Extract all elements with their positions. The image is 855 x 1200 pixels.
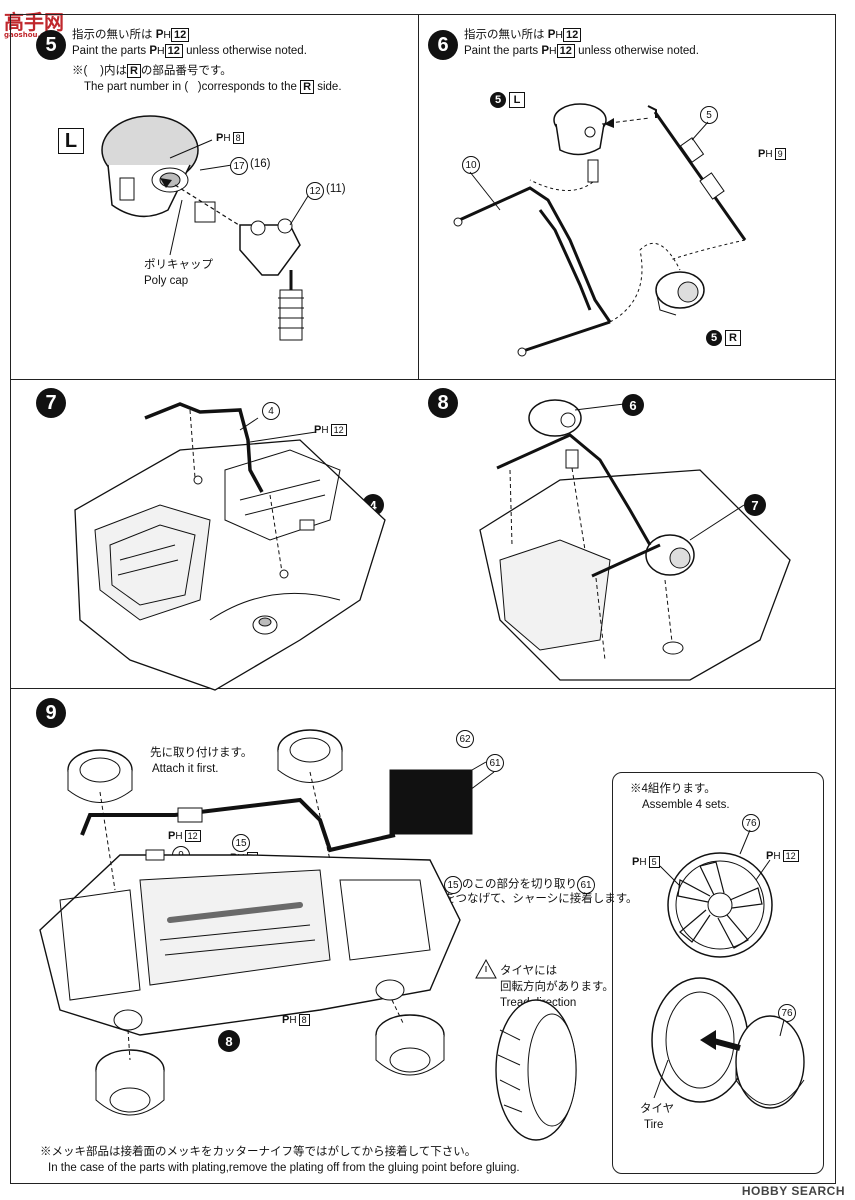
divider-row1 xyxy=(10,379,836,380)
polycap-label-en: Poly cap xyxy=(144,275,189,287)
step-9-illustration xyxy=(39,729,577,1141)
page-frame xyxy=(10,14,836,1184)
part-callout-10: 10 xyxy=(462,156,480,174)
watermark-hobby-search: HOBBY SEARCH xyxy=(741,1184,845,1198)
step-8-number: 8 xyxy=(428,388,458,418)
cut-note-line2: をつなげて、シャーシに接着します。 xyxy=(444,893,638,905)
step-5-note-en: The part number in ( )corresponds to the… xyxy=(84,80,342,94)
footer-note-jp: ※メッキ部品は接着面のメッキをカッターナイフ等ではがしてから接着して下さい。 xyxy=(40,1146,477,1158)
part-callout-4: 4 xyxy=(262,402,280,420)
tire-note-jp1: タイヤには xyxy=(500,965,558,977)
polycap-label-jp: ポリキャップ xyxy=(144,259,213,271)
step-5-number: 5 xyxy=(36,30,66,60)
part-callout-11: 11 xyxy=(329,183,342,195)
divider-row2 xyxy=(10,688,836,689)
step-8-ref-7: 7 xyxy=(744,494,766,516)
tire-note-jp2: 回転方向があります。 xyxy=(500,981,614,993)
attach-first-jp: 先に取り付けます。 xyxy=(150,747,253,759)
step-8-ref-6: 6 xyxy=(622,394,644,416)
inset-note-jp: ※4組作ります。 xyxy=(630,783,716,795)
tire-front-left xyxy=(67,749,133,803)
divider-vertical xyxy=(418,14,419,379)
step-8-illustration xyxy=(479,399,791,681)
part-callout-12: 12 xyxy=(306,182,324,200)
step-6-illustration xyxy=(453,103,747,357)
step-6-number: 6 xyxy=(428,30,458,60)
part-callout-61: 61 xyxy=(486,754,504,772)
attach-first-en: Attach it first. xyxy=(152,763,219,775)
step-7-number: 7 xyxy=(36,388,66,418)
inset-tire-jp: タイヤ xyxy=(640,1103,675,1115)
inset-tire-en: Tire xyxy=(644,1119,664,1131)
part-callout-16-wrap: (16) xyxy=(250,158,271,170)
part-callout-62: 62 xyxy=(456,730,474,748)
inset-note-en: Assemble 4 sets. xyxy=(642,799,730,811)
step-9-number: 9 xyxy=(36,698,66,728)
assembly-inset xyxy=(612,772,824,1174)
side-L-badge: L xyxy=(58,128,84,154)
step-7-illustration xyxy=(74,402,386,691)
part-callout-17: 17 xyxy=(230,157,248,175)
step-9-ref-8: 8 xyxy=(218,1030,240,1052)
step-5-illustration xyxy=(101,115,309,341)
part-callout-15: 15 xyxy=(232,834,250,852)
wheel-callout-76: 76 xyxy=(742,814,760,832)
footer-note-en: In the case of the parts with plating,re… xyxy=(48,1162,520,1174)
part-callout-11-wrap: (11) xyxy=(326,183,346,195)
part-callout-16: 16 xyxy=(253,158,267,170)
part-callout-5: 5 xyxy=(700,106,718,124)
